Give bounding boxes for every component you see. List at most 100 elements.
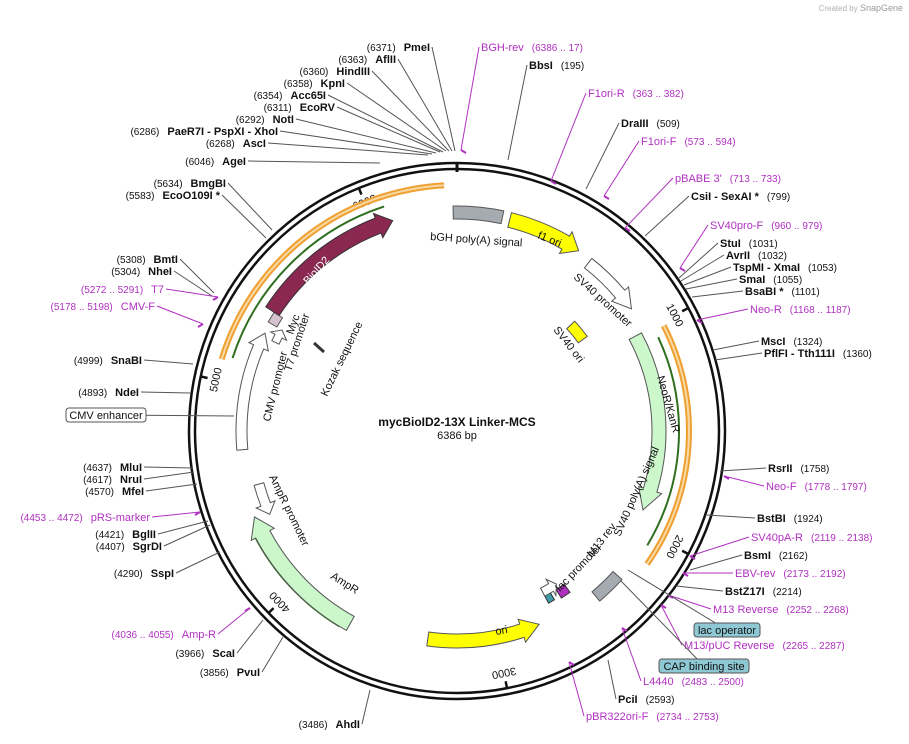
enzyme-position: (1032) — [758, 251, 787, 262]
enzyme-name: EcoO109I * — [163, 190, 221, 202]
enzyme-position: (5583) — [126, 191, 155, 202]
leader-line — [295, 118, 437, 154]
leader-line — [689, 554, 743, 571]
enzyme-label: BsaBI *(1101) — [745, 286, 820, 298]
enzyme-label: CsiI - SexAI *(799) — [691, 191, 790, 203]
primer-mark — [568, 661, 575, 666]
primer-range: (4036 .. 4055) — [112, 630, 174, 641]
enzyme-label: PflFI - Tth111I(1360) — [764, 348, 872, 360]
enzyme-position: (1053) — [808, 263, 837, 274]
enzyme-position: (6371) — [367, 43, 396, 54]
enzyme-position: (4421) — [95, 530, 124, 541]
primer-mark — [682, 572, 689, 577]
enzyme-name: AscI — [243, 138, 266, 150]
t7-promoter-arrow — [269, 329, 288, 345]
feature-label-ori: ori — [494, 624, 508, 638]
enzyme-name: DraIII — [621, 118, 649, 130]
ori-arrow — [426, 618, 540, 649]
cds-line-neo — [646, 336, 680, 546]
primer-label: Neo-R(1168 .. 1187) — [750, 304, 851, 316]
primer-label: M13 Reverse(2252 .. 2268) — [713, 604, 849, 616]
leader-line — [143, 471, 195, 480]
leader-line — [685, 278, 738, 290]
enzyme-name: AhdI — [336, 719, 360, 731]
enzyme-position: (1055) — [773, 275, 802, 286]
primer-name: pBR322ori-F — [586, 711, 649, 723]
leader-line — [236, 619, 264, 654]
enzyme-name: NruI — [120, 474, 142, 486]
enzyme-position: (6046) — [185, 157, 214, 168]
enzyme-position: (195) — [561, 61, 584, 72]
enzyme-label: (6292)NotI — [236, 114, 294, 126]
enzyme-position: (1031) — [749, 239, 778, 250]
enzyme-name: Acc65I — [291, 90, 326, 102]
primer-name: L4440 — [643, 676, 674, 688]
enzyme-position: (1924) — [794, 514, 823, 525]
primer-name: Neo-F — [766, 481, 797, 493]
feature-label-ampr: AmpR — [328, 570, 360, 596]
sv40-ori-block — [565, 320, 588, 344]
primer-mark — [621, 627, 628, 632]
leader-line — [227, 182, 273, 231]
enzyme-position: (1101) — [792, 287, 820, 298]
enzyme-label: BstZ17I (2214) — [725, 586, 802, 598]
enzyme-name: AgeI — [222, 156, 246, 168]
cds-line-bioid2 — [231, 205, 385, 359]
leader-line — [714, 352, 763, 361]
primer-label: (4036 .. 4055)Amp-R — [112, 629, 217, 641]
enzyme-name: CsiI - SexAI * — [691, 191, 760, 203]
enzyme-label: TspMI - XmaI(1053) — [733, 262, 837, 274]
leader-line — [145, 483, 198, 492]
leader-line — [156, 305, 204, 325]
leader-line — [667, 594, 712, 610]
primer-name: M13 Reverse — [713, 604, 778, 616]
features-layer — [218, 182, 692, 649]
primer-range: (5272 .. 5291) — [81, 285, 143, 296]
tick-mark — [200, 375, 208, 380]
enzyme-label: (4290)SspI — [114, 568, 174, 580]
primer-label: (5178 .. 5198)CMV-F — [51, 301, 156, 313]
enzyme-label: (5634)BmgBI — [154, 178, 226, 190]
enzyme-label: (4893)NdeI — [78, 387, 139, 399]
enzyme-position: (1324) — [793, 337, 822, 348]
primer-name: EBV-rev — [735, 568, 776, 580]
primer-name: BGH-rev — [481, 42, 524, 54]
leader-line — [217, 607, 251, 635]
primer-range: (363 .. 382) — [633, 89, 684, 100]
leader-line — [247, 160, 381, 164]
leader-line — [723, 475, 765, 487]
enzyme-position: (5308) — [117, 255, 146, 266]
enzyme-position: (4999) — [74, 356, 103, 367]
enzyme-name: BmgBI — [191, 178, 226, 190]
tick-label: 5000 — [208, 367, 225, 393]
enzyme-position: (2214) — [773, 587, 802, 598]
primer-mark — [244, 607, 251, 612]
primer-name: T7 — [151, 284, 164, 296]
leader-line — [140, 391, 191, 394]
primer-range: (1168 .. 1187) — [790, 305, 851, 316]
enzyme-position: (2162) — [779, 551, 808, 562]
leader-line — [371, 70, 450, 152]
enzyme-label: (6354)Acc65I — [254, 90, 326, 102]
primer-label: L4440(2483 .. 2500) — [643, 676, 744, 688]
enzyme-label: (6268)AscI — [206, 138, 266, 150]
ampr-arrow — [250, 516, 355, 632]
leader-line — [327, 94, 444, 153]
leader-line — [346, 82, 447, 152]
enzyme-name: PmeI — [404, 42, 430, 54]
enzyme-position: (4570) — [85, 487, 114, 498]
leader-line — [691, 290, 744, 298]
primer-mark — [197, 323, 204, 328]
tick-label: 3000 — [491, 664, 517, 680]
enzyme-position: (6363) — [338, 55, 367, 66]
tick-mark — [357, 187, 363, 196]
enzyme-name: HindIII — [336, 66, 370, 78]
enzyme-name: BstZ17I — [725, 586, 765, 598]
enzyme-name: SmaI — [739, 274, 765, 286]
primer-range: (573 .. 594) — [684, 137, 735, 148]
orf-arc-neo-inner — [646, 325, 690, 565]
leader-line — [267, 142, 429, 156]
enzyme-label: SmaI (1055) — [739, 274, 802, 286]
primer-mark — [624, 227, 631, 232]
enzyme-label: (5304)NheI — [111, 266, 172, 278]
